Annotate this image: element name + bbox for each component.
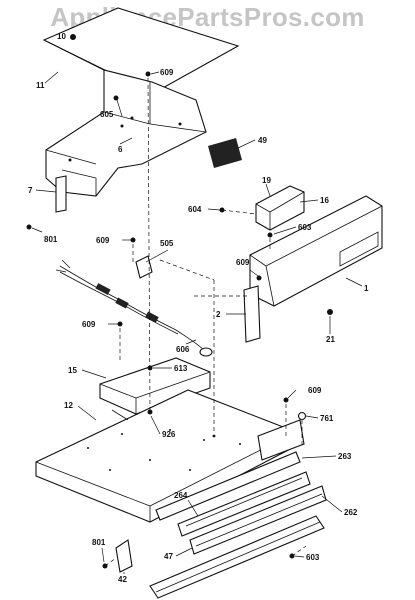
label-263: 263 (338, 452, 352, 461)
label-613: 613 (174, 364, 188, 373)
assembly-lines (104, 77, 307, 567)
label-505: 505 (160, 239, 174, 248)
screw-609-mid (130, 237, 136, 243)
vent-grille (208, 138, 242, 168)
screw-926 (147, 409, 153, 415)
label-603-bottom: 603 (306, 553, 320, 562)
label-15: 15 (68, 366, 77, 375)
label-606: 606 (176, 345, 190, 354)
label-761: 761 (320, 414, 334, 423)
label-49: 49 (258, 136, 267, 145)
label-609-upper: 609 (160, 68, 174, 77)
label-1: 1 (364, 284, 369, 293)
screw-603 (267, 232, 273, 238)
label-801-top: 801 (44, 235, 58, 244)
label-19: 19 (262, 176, 271, 185)
label-262: 262 (344, 508, 358, 517)
trim-strip-264 (177, 471, 311, 537)
clip-505 (135, 255, 153, 279)
label-6: 6 (118, 145, 123, 154)
lower-grille-262 (189, 485, 327, 555)
label-801-bottom: 801 (92, 538, 106, 547)
kick-plate-47 (149, 515, 325, 599)
screw-609-left (117, 321, 123, 327)
label-609-right: 609 (308, 386, 322, 395)
label-47: 47 (164, 552, 173, 561)
leader-lines (31, 71, 363, 574)
screw-605 (113, 95, 119, 101)
rail-15 (99, 357, 211, 415)
label-264: 264 (174, 491, 188, 500)
label-11: 11 (36, 81, 45, 90)
screw-801-top (26, 224, 32, 230)
label-10: 10 (57, 32, 66, 41)
bracket-7 (55, 175, 67, 213)
bracket-42 (115, 539, 133, 573)
label-21: 21 (326, 335, 335, 344)
label-604: 604 (188, 205, 202, 214)
wire-harness (55, 259, 213, 357)
screw-609-upper (145, 71, 151, 77)
trim-strip-263 (155, 451, 301, 521)
label-609-panel: 609 (236, 258, 250, 267)
label-926: 926 (162, 430, 176, 439)
label-609-mid: 609 (96, 236, 110, 245)
control-module (255, 185, 305, 231)
screw-609-right (283, 397, 289, 403)
screw-21 (327, 309, 333, 315)
label-7: 7 (28, 186, 33, 195)
upper-housing (45, 69, 207, 197)
label-605: 605 (100, 110, 114, 119)
label-16: 16 (320, 196, 329, 205)
side-bracket-2 (243, 285, 261, 343)
label-2: 2 (216, 310, 221, 319)
screw-609-panel (256, 275, 262, 281)
screw-761 (297, 411, 307, 421)
label-12: 12 (64, 401, 73, 410)
screw-10 (70, 34, 76, 40)
label-603: 603 (298, 223, 312, 232)
label-609-left: 609 (82, 320, 96, 329)
label-42: 42 (118, 575, 127, 584)
part-labels: 10 11 609 605 6 49 19 16 7 604 603 801 6… (28, 32, 369, 584)
